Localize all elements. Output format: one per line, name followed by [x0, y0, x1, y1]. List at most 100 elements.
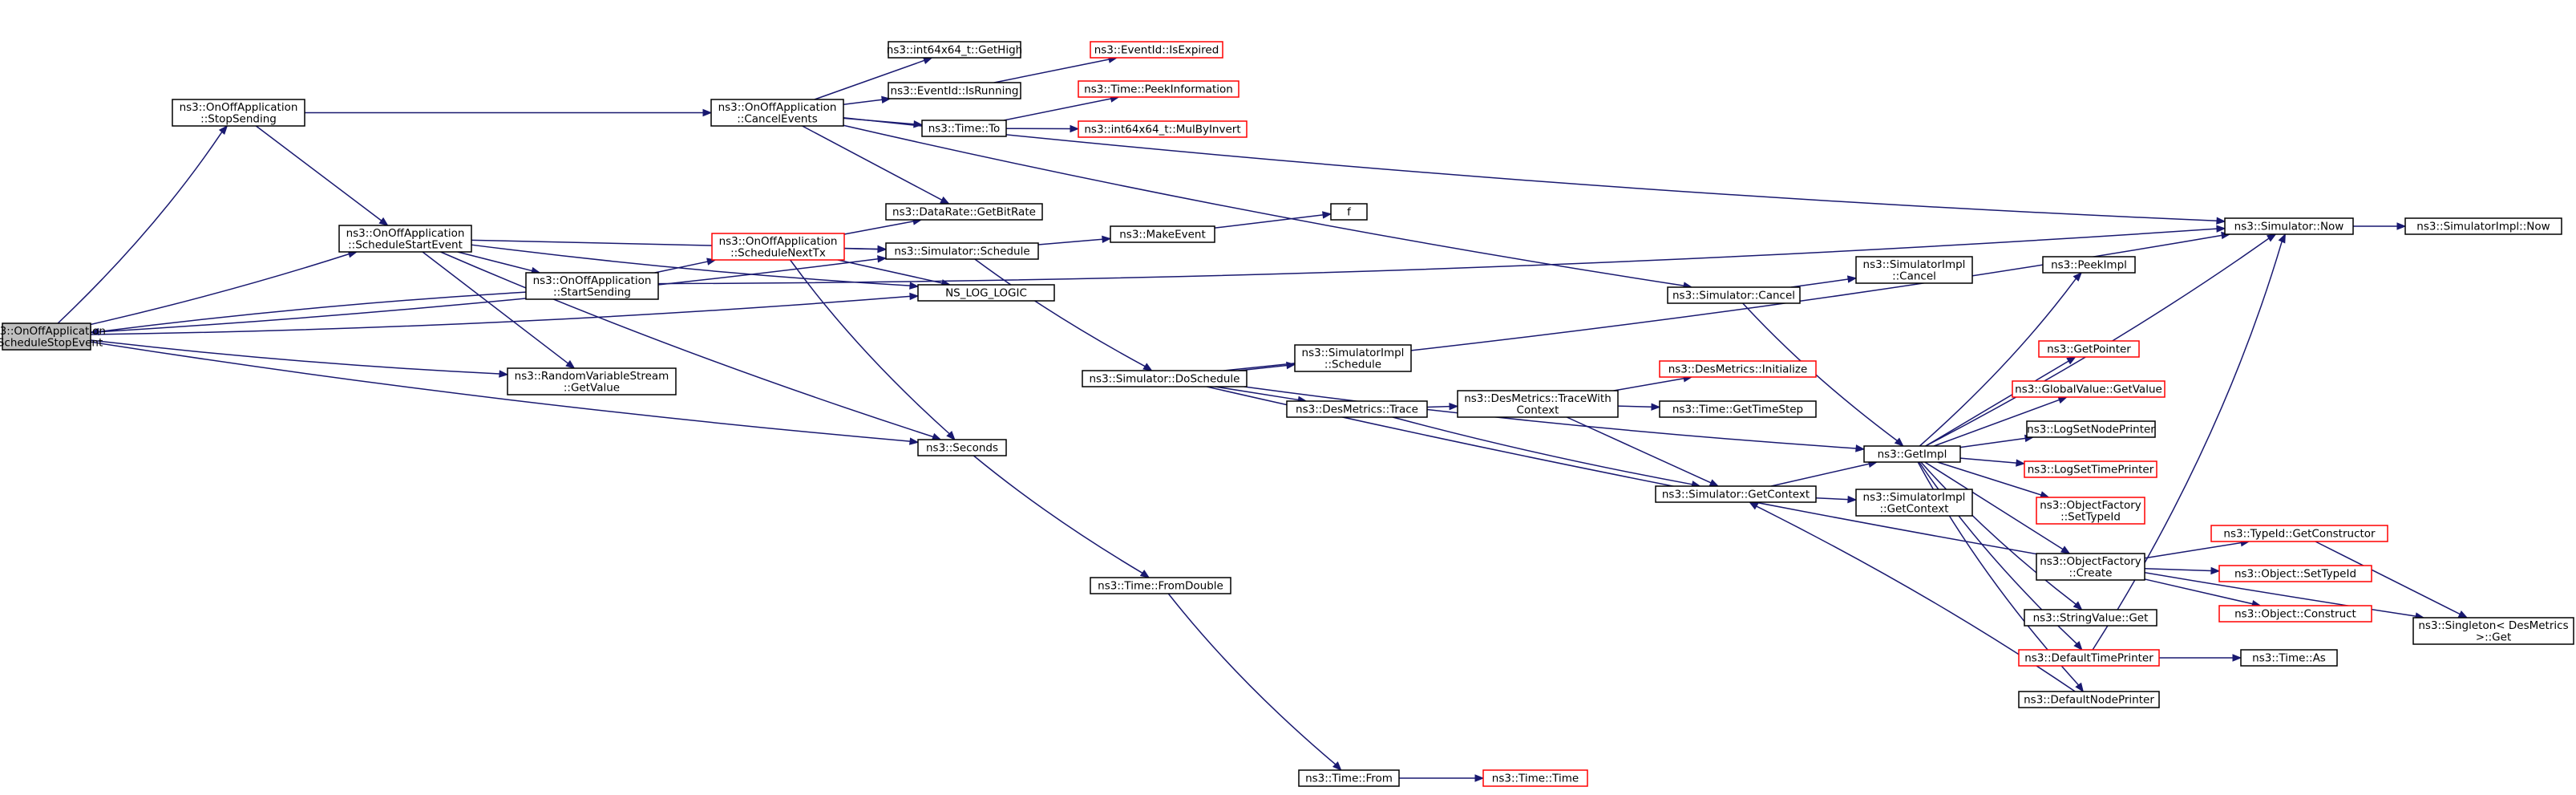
node-simCancel[interactable]: ns3::Simulator::Cancel: [1667, 286, 1801, 304]
node-stringValueGet[interactable]: ns3::StringValue::Get: [2024, 609, 2157, 627]
node-box-peekInformation[interactable]: [1078, 80, 1239, 98]
node-box-objSetTypeId[interactable]: [2218, 565, 2372, 582]
node-mulByInvert[interactable]: ns3::int64x64_t::MulByInvert: [1078, 120, 1248, 138]
node-implNow[interactable]: ns3::SimulatorImpl::Now: [2404, 217, 2562, 235]
node-getBitRate[interactable]: ns3::DataRate::GetBitRate: [885, 203, 1043, 221]
node-getImpl[interactable]: ns3::GetImpl: [1863, 445, 1961, 463]
node-peekInformation[interactable]: ns3::Time::PeekInformation: [1078, 80, 1239, 98]
node-box-timeTime[interactable]: [1482, 769, 1588, 787]
node-box-logSetTimePrinter[interactable]: [2024, 460, 2157, 478]
node-box-globalGetValue[interactable]: [2012, 380, 2166, 398]
node-box-stopSending[interactable]: [172, 99, 305, 127]
node-box-desInitialize[interactable]: [1659, 360, 1817, 378]
node-f[interactable]: f: [1330, 203, 1368, 221]
node-isExpired[interactable]: ns3::EventId::IsExpired: [1090, 41, 1223, 59]
node-box-scheduleNextTx[interactable]: [711, 233, 845, 261]
node-seconds[interactable]: ns3::Seconds: [917, 439, 1007, 456]
node-box-singletonGet[interactable]: [2412, 617, 2574, 645]
node-box-desTrace[interactable]: [1286, 400, 1428, 418]
node-box-peekImpl[interactable]: [2042, 256, 2136, 274]
node-box-simSchedule[interactable]: [885, 242, 1039, 260]
node-box-nsLogLogic[interactable]: [917, 284, 1055, 302]
node-ofSetTypeId[interactable]: ns3::ObjectFactory::SetTypeId: [2036, 497, 2145, 525]
node-box-implGetContext[interactable]: [1855, 489, 1973, 517]
node-box-defaultTimePrinter[interactable]: [2018, 649, 2160, 667]
node-box-cancelEvents[interactable]: [710, 99, 844, 127]
node-stopSending[interactable]: ns3::OnOffApplication::StopSending: [172, 99, 305, 127]
node-simSchedule[interactable]: ns3::Simulator::Schedule: [885, 242, 1039, 260]
node-implSchedule[interactable]: ns3::SimulatorImpl::Schedule: [1294, 344, 1412, 372]
node-box-timeTo[interactable]: [921, 120, 1007, 137]
node-box-timeAs[interactable]: [2240, 649, 2338, 667]
node-objSetTypeId[interactable]: ns3::Object::SetTypeId: [2218, 565, 2372, 582]
node-box-defaultNodePrinter[interactable]: [2018, 691, 2160, 708]
node-makeEvent[interactable]: ns3::MakeEvent: [1110, 225, 1215, 243]
node-startSending[interactable]: ns3::OnOffApplication::StartSending: [525, 272, 659, 300]
node-box-mulByInvert[interactable]: [1078, 120, 1248, 138]
node-simNow[interactable]: ns3::Simulator::Now: [2224, 217, 2354, 235]
node-box-makeEvent[interactable]: [1110, 225, 1215, 243]
node-box-scheduleStartEvent[interactable]: [338, 225, 472, 253]
node-logSetNodePrinter[interactable]: ns3::LogSetNodePrinter: [2026, 420, 2156, 438]
node-objConstruct[interactable]: ns3::Object::Construct: [2218, 605, 2372, 623]
node-box-fromDouble[interactable]: [1090, 577, 1231, 594]
node-box-getConstructor[interactable]: [2210, 525, 2388, 542]
node-singletonGet[interactable]: ns3::Singleton< DesMetrics>::Get: [2412, 617, 2574, 645]
node-peekImpl[interactable]: ns3::PeekImpl: [2042, 256, 2136, 274]
node-getTimeStep[interactable]: ns3::Time::GetTimeStep: [1659, 400, 1817, 418]
node-desInitialize[interactable]: ns3::DesMetrics::Initialize: [1659, 360, 1817, 378]
node-scheduleStartEvent[interactable]: ns3::OnOffApplication::ScheduleStartEven…: [338, 225, 472, 253]
node-box-simCancel[interactable]: [1667, 286, 1801, 304]
node-logSetTimePrinter[interactable]: ns3::LogSetTimePrinter: [2024, 460, 2157, 478]
node-box-startSending[interactable]: [525, 272, 659, 300]
node-implCancel[interactable]: ns3::SimulatorImpl::Cancel: [1855, 256, 1973, 284]
node-box-root[interactable]: [2, 322, 91, 351]
node-box-objConstruct[interactable]: [2218, 605, 2372, 623]
node-box-simNow[interactable]: [2224, 217, 2354, 235]
node-timeAs[interactable]: ns3::Time::As: [2240, 649, 2338, 667]
node-box-implCancel[interactable]: [1855, 256, 1973, 284]
node-box-implSchedule[interactable]: [1294, 344, 1412, 372]
node-implGetContext[interactable]: ns3::SimulatorImpl::GetContext: [1855, 489, 1973, 517]
node-box-logSetNodePrinter[interactable]: [2026, 420, 2156, 438]
node-box-timeFrom[interactable]: [1298, 769, 1400, 787]
node-getPointer[interactable]: ns3::GetPointer: [2038, 340, 2140, 358]
node-box-ofSetTypeId[interactable]: [2036, 497, 2145, 525]
node-box-isExpired[interactable]: [1090, 41, 1223, 59]
node-box-f[interactable]: [1330, 203, 1368, 221]
node-box-simGetContext[interactable]: [1655, 485, 1817, 503]
node-defaultNodePrinter[interactable]: ns3::DefaultNodePrinter: [2018, 691, 2160, 708]
node-box-doSchedule[interactable]: [1082, 370, 1248, 387]
node-cancelEvents[interactable]: ns3::OnOffApplication::CancelEvents: [710, 99, 844, 127]
node-box-rvsGetValue[interactable]: [507, 367, 677, 395]
node-box-seconds[interactable]: [917, 439, 1007, 456]
node-box-getHigh[interactable]: [888, 41, 1021, 59]
node-globalGetValue[interactable]: ns3::GlobalValue::GetValue: [2012, 380, 2166, 398]
node-defaultTimePrinter[interactable]: ns3::DefaultTimePrinter: [2018, 649, 2160, 667]
node-box-traceWithContext[interactable]: [1457, 390, 1619, 418]
node-timeTime[interactable]: ns3::Time::Time: [1482, 769, 1588, 787]
node-rvsGetValue[interactable]: ns3::RandomVariableStream::GetValue: [507, 367, 677, 395]
node-getHigh[interactable]: ns3::int64x64_t::GetHigh: [887, 41, 1022, 59]
node-nsLogLogic[interactable]: NS_LOG_LOGIC: [917, 284, 1055, 302]
node-desTrace[interactable]: ns3::DesMetrics::Trace: [1286, 400, 1428, 418]
node-timeTo[interactable]: ns3::Time::To: [921, 120, 1007, 137]
node-box-stringValueGet[interactable]: [2024, 609, 2157, 627]
node-simGetContext[interactable]: ns3::Simulator::GetContext: [1655, 485, 1817, 503]
node-box-getPointer[interactable]: [2038, 340, 2140, 358]
node-ofCreate[interactable]: ns3::ObjectFactory::Create: [2036, 553, 2145, 581]
node-timeFrom[interactable]: ns3::Time::From: [1298, 769, 1400, 787]
node-box-ofCreate[interactable]: [2036, 553, 2145, 581]
node-box-implNow[interactable]: [2404, 217, 2562, 235]
node-box-getTimeStep[interactable]: [1659, 400, 1817, 418]
node-box-isRunning[interactable]: [888, 82, 1021, 99]
node-fromDouble[interactable]: ns3::Time::FromDouble: [1090, 577, 1231, 594]
node-doSchedule[interactable]: ns3::Simulator::DoSchedule: [1082, 370, 1248, 387]
node-getConstructor[interactable]: ns3::TypeId::GetConstructor: [2210, 525, 2388, 542]
node-box-getBitRate[interactable]: [885, 203, 1043, 221]
node-root[interactable]: ns3::OnOffApplication::ScheduleStopEvent: [0, 322, 106, 351]
node-box-getImpl[interactable]: [1863, 445, 1961, 463]
node-scheduleNextTx[interactable]: ns3::OnOffApplication::ScheduleNextTx: [711, 233, 845, 261]
node-isRunning[interactable]: ns3::EventId::IsRunning: [888, 82, 1021, 99]
